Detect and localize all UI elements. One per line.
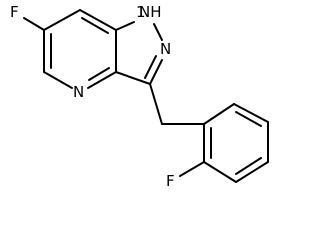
fluorophenyl-ring-bonds — [179, 103, 269, 183]
bond-c2p-c3p — [233, 103, 269, 123]
bond-c6p-f — [179, 161, 205, 177]
atom-label-n-pyrazole: N — [160, 40, 171, 58]
chemical-structure-diagram: F N 1 NH N F — [10, 3, 269, 190]
methylene-linker-bonds — [149, 83, 205, 125]
atom-label-f1: F — [10, 3, 19, 21]
bond-n2-c3-double — [144, 55, 157, 79]
bond-c1p-c2p — [203, 103, 235, 125]
atom-label-f2: F — [166, 172, 175, 190]
atom-label-n-pyridine: N — [73, 83, 84, 101]
bond-c3-c3a — [115, 71, 151, 85]
bond-c4p-c5p — [235, 161, 269, 183]
atom-labels: F N 1 NH N F — [10, 3, 175, 190]
bond-c7-c7a-double — [81, 17, 109, 34]
bond-c6-c7 — [43, 9, 81, 31]
bond-n2-c3 — [149, 59, 163, 85]
bond-c4p-c5p-double — [235, 157, 262, 175]
pyridine-ring-bonds — [43, 9, 117, 89]
bond-c7a-n1 — [115, 21, 135, 31]
bond-c2p-c3p-double — [235, 111, 262, 127]
bond-c7-c7a — [79, 9, 117, 31]
bond-n4-c5 — [43, 71, 73, 89]
bond-c6-f — [23, 17, 45, 31]
bond-c3-ch2 — [149, 83, 163, 125]
atom-label-nh-digit: 1 — [136, 3, 146, 21]
bond-c3a-n4-double — [88, 67, 110, 81]
bond-n1-n2 — [153, 23, 163, 41]
bond-c5p-c6p — [203, 161, 237, 183]
pyrazole-ring-bonds — [115, 21, 163, 85]
atom-label-nh: NH — [139, 3, 162, 21]
bond-c3a-n4 — [87, 71, 117, 89]
